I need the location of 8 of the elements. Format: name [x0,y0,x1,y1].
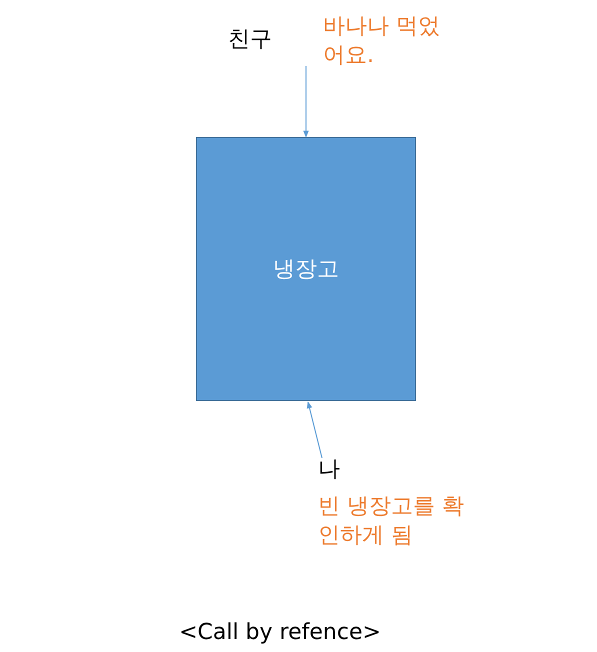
note-text: 바나나 먹었어요. [323,13,441,70]
box: 냉장고 [196,137,416,401]
arrow [303,66,309,138]
node-label: 친구 [228,26,272,54]
node-label: 나 [318,456,340,484]
arrow [306,401,322,458]
caption: <Call by refence> [178,620,382,645]
note-text: 빈 냉장고를 확인하게 됨 [318,493,465,550]
